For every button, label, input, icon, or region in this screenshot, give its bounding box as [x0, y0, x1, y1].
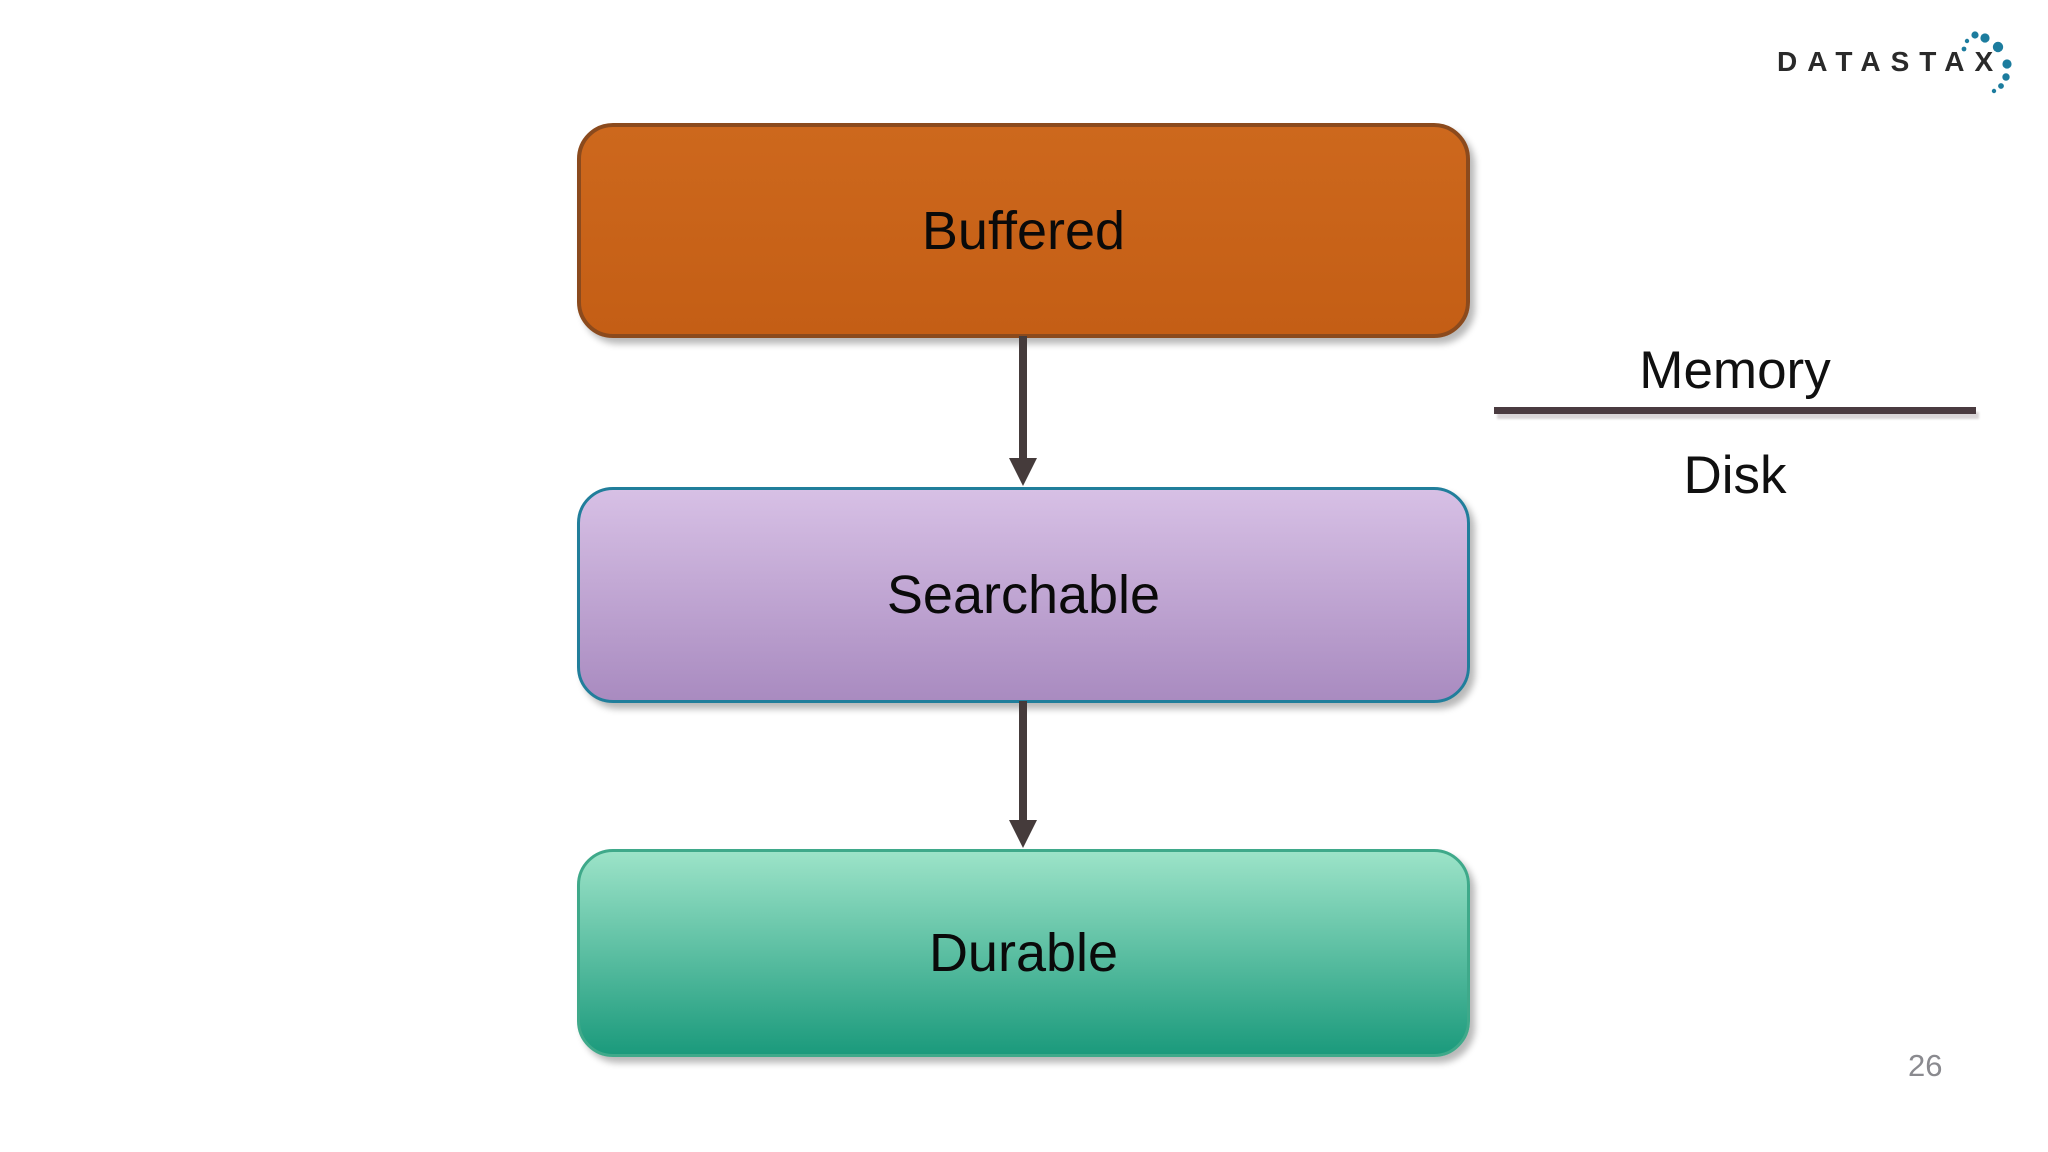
arrow-buffered-to-searchable-icon [1001, 336, 1045, 488]
disk-label: Disk [1683, 446, 1787, 505]
datastax-logo-text: DATASTAX [1777, 46, 2004, 77]
flow-node-searchable: Searchable [577, 487, 1470, 703]
flow-node-buffered: Buffered [577, 123, 1470, 338]
memory-label: Memory [1639, 341, 1831, 400]
page-number: 26 [1908, 1048, 1943, 1083]
datastax-logo-icon [1961, 31, 2012, 94]
flow-node-buffered-label: Buffered [921, 200, 1126, 261]
memory-disk-divider [1494, 407, 1976, 414]
arrow-searchable-to-durable-icon [1001, 701, 1045, 850]
flow-node-durable: Durable [577, 849, 1470, 1057]
storage-annotation: Memory Disk [1494, 341, 1976, 506]
flow-node-durable-label: Durable [928, 923, 1119, 983]
flow-node-searchable-label: Searchable [886, 565, 1161, 625]
